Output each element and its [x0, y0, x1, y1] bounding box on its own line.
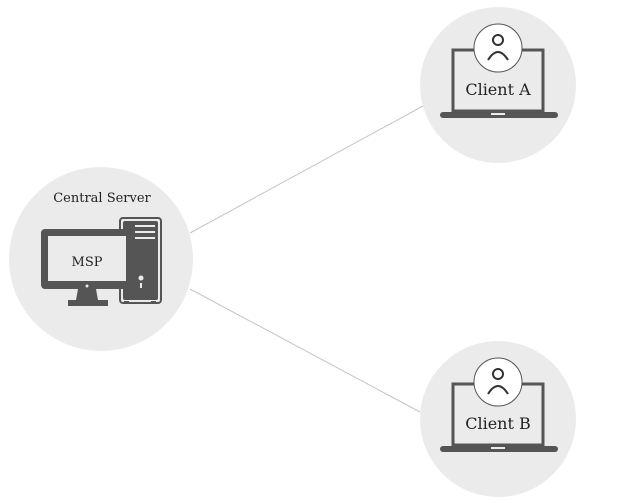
client-node-b: Client B: [420, 341, 576, 497]
client-a-label: Client A: [465, 80, 531, 99]
client-b-circle: [420, 341, 576, 497]
server-screen-label: MSP: [72, 255, 103, 270]
server-title: Central Server: [53, 191, 151, 206]
connection-line-client-a: [189, 105, 424, 234]
desktop-computer-tower-icon: [41, 217, 162, 306]
client-node-a: Client A: [420, 7, 576, 163]
user-icon: [473, 357, 523, 407]
server-node: Central Server MSP: [9, 167, 193, 351]
user-icon: [473, 23, 523, 73]
client-b-label: Client B: [465, 414, 531, 433]
connection-line-client-b: [189, 288, 421, 413]
client-a-circle: [420, 7, 576, 163]
